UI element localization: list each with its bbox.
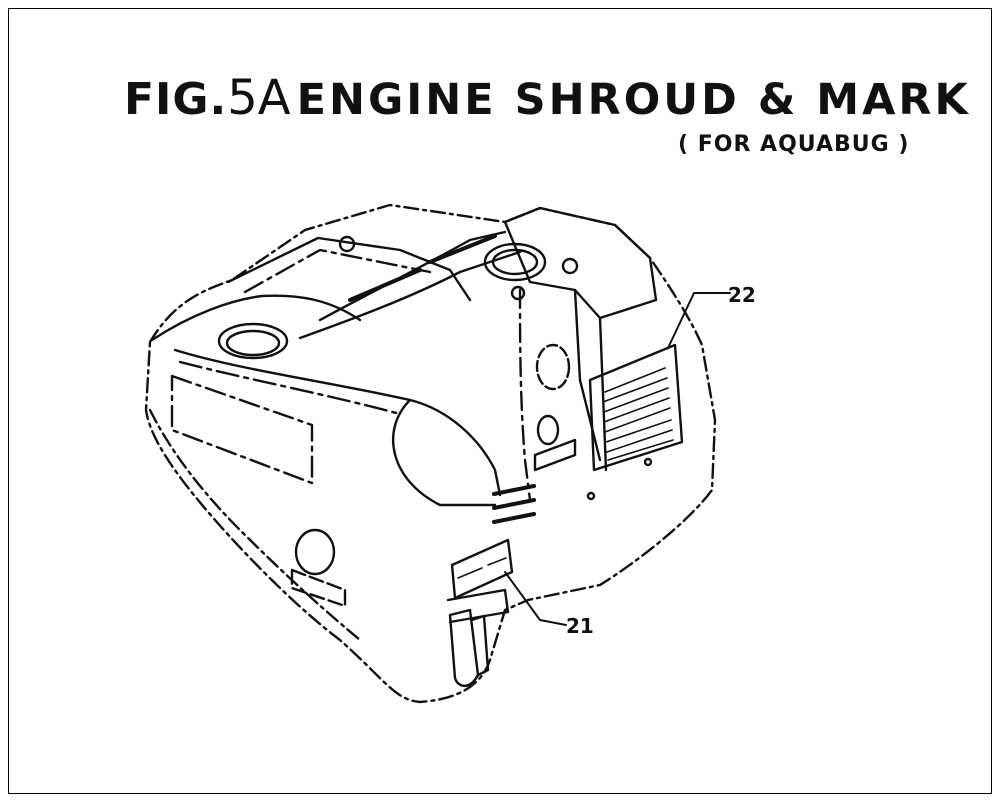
shroud-top-rail-inner [243,248,432,294]
top-bolt-center [510,285,526,301]
top-round-port [483,242,547,282]
figure-prefix: FIG. [124,74,228,125]
figure-subtitle: ( FOR AQUABUG ) [678,132,910,157]
plate-21-outline [450,538,514,600]
side-round-port-upper [535,343,571,391]
vent-slot-2 [492,498,536,510]
top-round-port-rim [491,248,539,276]
callout-21-label: 21 [566,614,594,638]
left-side-label-recess [170,374,314,485]
figure-number: 5A [227,70,291,126]
callout-22-label: 22 [728,283,756,307]
plate-21-detail [457,557,507,579]
lower-tab [446,588,510,624]
top-bolt-left [338,235,356,253]
figure-title-text: ENGINE SHROUD & MARK [296,75,971,125]
top-bolt-right [561,257,579,275]
left-fuel-cap [217,322,289,360]
page-border [8,8,992,794]
decal-22-outline [588,343,684,472]
rear-block-outline [503,206,658,320]
small-rivet-b [643,457,653,467]
front-round-port [294,528,336,576]
vent-slot-3 [492,512,536,524]
plate-21-leader-line [504,571,567,626]
shroud-lower-curve [391,398,497,507]
rear-side-panel [518,288,532,502]
center-channel-slot [348,234,497,302]
shroud-front-sweep-inner [178,360,402,416]
side-round-port-lower [536,414,560,446]
shroud-top-left-ridge [150,294,362,342]
front-small-recess [290,568,347,608]
small-rivet-a [586,491,596,501]
decal-22-text-lines [602,367,674,461]
side-small-slot [533,438,577,472]
center-channel-right [298,250,522,340]
shroud-top-rail [226,236,472,302]
shroud-left-lower-edge [148,408,362,642]
left-fuel-cap-rim [225,329,281,357]
decal-22-leader-line [667,292,731,349]
shroud-front-sweep [173,348,502,497]
vent-slot-1 [492,484,536,496]
